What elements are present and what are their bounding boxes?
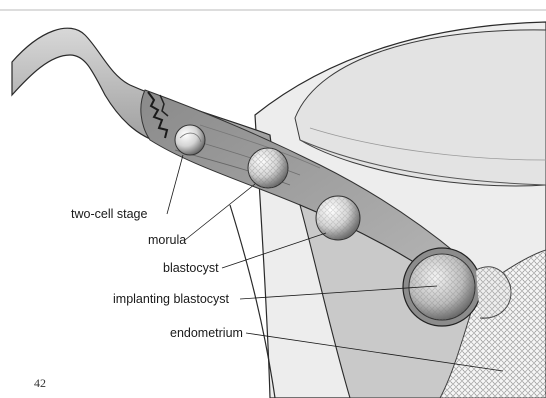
blastocyst-embryo	[316, 196, 360, 240]
leader-two-cell	[167, 155, 183, 214]
morula-embryo	[248, 148, 288, 188]
label-two-cell-stage: two-cell stage	[71, 208, 147, 221]
page-number: 42	[34, 376, 46, 391]
label-endometrium: endometrium	[170, 327, 243, 340]
leader-morula	[185, 184, 255, 240]
label-blastocyst: blastocyst	[163, 262, 219, 275]
label-morula: morula	[148, 234, 186, 247]
two-cell-embryo	[175, 125, 205, 155]
label-implanting-blastocyst: implanting blastocyst	[113, 293, 229, 306]
